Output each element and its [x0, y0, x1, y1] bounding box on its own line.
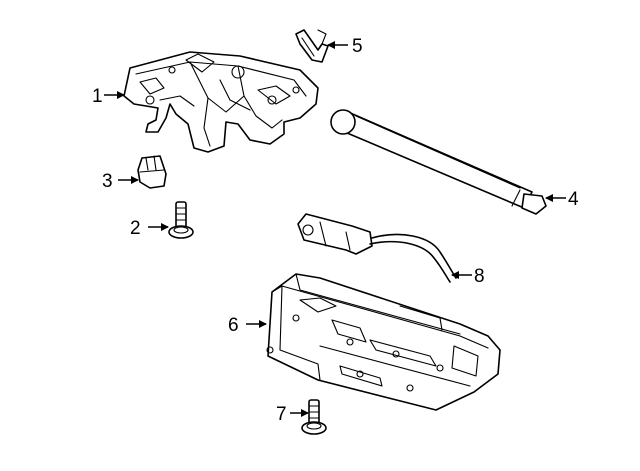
callout-7: 7	[276, 404, 287, 425]
part-5-clip	[295, 29, 329, 63]
part-3-plug	[137, 155, 167, 189]
callout-leaders	[104, 41, 566, 417]
part-1-bracket	[123, 51, 319, 153]
part-6-housing	[266, 273, 501, 411]
part-8-sensor	[297, 213, 457, 283]
callout-3: 3	[102, 171, 113, 192]
callout-2: 2	[130, 218, 141, 239]
callout-5: 5	[352, 36, 363, 57]
part-7-bolt	[301, 399, 327, 435]
callout-8: 8	[474, 266, 485, 287]
part-4-strut	[330, 109, 547, 215]
callout-1: 1	[92, 86, 103, 107]
callout-6: 6	[228, 315, 239, 336]
callout-4: 4	[568, 189, 579, 210]
callout-labels: 1 2 3 4 5 6 7 8	[92, 36, 579, 425]
part-2-bolt	[168, 201, 194, 239]
